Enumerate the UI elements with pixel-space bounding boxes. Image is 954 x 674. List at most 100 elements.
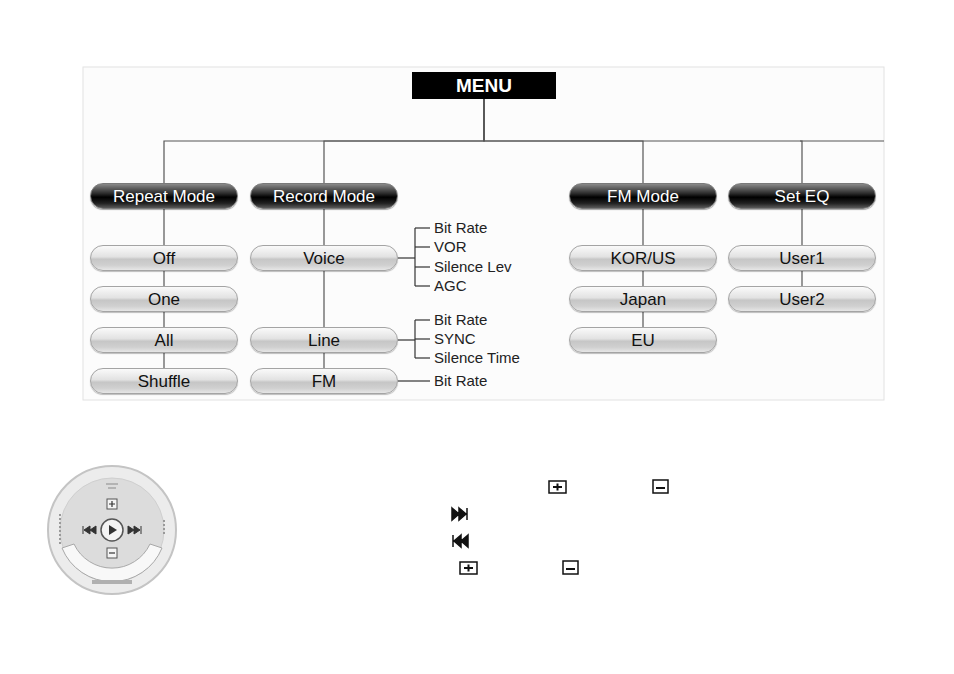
play-symbol — [109, 525, 117, 535]
node-text: Japan — [620, 291, 666, 308]
tree-connector — [323, 353, 324, 368]
option-pill: One — [90, 286, 238, 312]
setting-label: SYNC — [434, 330, 476, 348]
tree-connector — [163, 353, 164, 368]
option-pill: KOR/US — [569, 245, 717, 271]
icon-frame — [549, 481, 566, 493]
option-pill: Off — [90, 245, 238, 271]
bracket-spine — [414, 228, 415, 286]
setting-label: VOR — [434, 238, 467, 256]
leader-line — [398, 380, 430, 381]
option-pill: Voice — [250, 245, 398, 271]
minus-button — [107, 548, 117, 558]
wheel-marking — [106, 484, 118, 488]
option-pill: FM — [250, 368, 398, 394]
option-pill: User2 — [728, 286, 876, 312]
tree-connector — [324, 99, 484, 183]
setting-label: Silence Lev — [434, 258, 512, 276]
bracket-tick — [415, 285, 430, 286]
branch-continuation — [800, 140, 884, 141]
icon-frame — [563, 561, 578, 574]
bracket-tick — [415, 357, 430, 358]
menu-root-box: MENU — [412, 72, 556, 99]
node-text: Off — [153, 250, 175, 267]
tree-connector — [163, 271, 164, 286]
node-text: MENU — [456, 76, 512, 95]
settings-bracket — [398, 228, 430, 286]
control-wheel — [48, 466, 176, 594]
tree-connector — [163, 312, 164, 327]
minus-symbol — [109, 552, 115, 553]
setting-label: AGC — [434, 277, 467, 295]
tree-connector — [642, 209, 643, 245]
node-text: Repeat Mode — [113, 188, 215, 205]
option-pill: EU — [569, 327, 717, 353]
prev-symbol — [83, 526, 96, 534]
plus-icon — [460, 562, 477, 574]
tree-connector — [323, 209, 324, 245]
category-pill: Record Mode — [250, 183, 398, 209]
node-text: KOR/US — [610, 250, 675, 267]
node-text: FM Mode — [607, 188, 679, 205]
tree-connector — [642, 312, 643, 327]
option-pill: Line — [250, 327, 398, 353]
icon-glyph — [656, 487, 665, 489]
node-text: EU — [631, 332, 655, 349]
bracket-stem — [398, 339, 415, 340]
node-text: Shuffle — [138, 373, 191, 390]
icon-frame — [460, 562, 477, 574]
menu-button-arc — [62, 544, 162, 582]
tree-connector — [163, 209, 164, 245]
minus-icon — [653, 480, 668, 493]
icon-glyph — [553, 484, 562, 491]
option-pill: Shuffle — [90, 368, 238, 394]
tree-connector — [164, 99, 484, 183]
option-pill: All — [90, 327, 238, 353]
connector-layer — [164, 99, 802, 368]
node-text: Record Mode — [273, 188, 375, 205]
node-text: User2 — [779, 291, 824, 308]
bracket-stem — [398, 257, 415, 258]
setting-label: Silence Time — [434, 349, 520, 367]
plus-button — [107, 499, 117, 509]
icon-glyph — [464, 565, 473, 572]
node-text: Set EQ — [775, 188, 830, 205]
tree-connector — [801, 271, 802, 286]
bracket-tick — [415, 246, 430, 247]
play-button — [101, 519, 123, 541]
prev-icon — [453, 535, 468, 547]
bracket-tick — [415, 227, 430, 228]
category-pill: FM Mode — [569, 183, 717, 209]
node-text: One — [148, 291, 180, 308]
setting-label: Bit Rate — [434, 311, 487, 329]
tree-panel — [83, 67, 884, 400]
option-pill: User1 — [728, 245, 876, 271]
settings-bracket — [398, 320, 430, 358]
wheel-marking — [163, 520, 165, 536]
node-text: Voice — [303, 250, 345, 267]
wheel-rim — [48, 466, 176, 594]
next-symbol — [128, 526, 141, 534]
setting-label: Bit Rate — [434, 219, 487, 237]
node-text: All — [155, 332, 174, 349]
bracket-tick — [415, 319, 430, 320]
category-pill: Set EQ — [728, 183, 876, 209]
option-pill: Japan — [569, 286, 717, 312]
wheel-marking — [59, 514, 61, 546]
bracket-tick — [415, 338, 430, 339]
tree-connector — [642, 271, 643, 286]
setting-label: Bit Rate — [434, 372, 487, 390]
wheel-marking — [92, 580, 132, 584]
tree-connector — [801, 209, 802, 245]
tree-connector — [323, 271, 324, 327]
plus-symbol — [109, 501, 115, 507]
tree-connector — [484, 99, 802, 183]
node-text: FM — [312, 373, 337, 390]
plus-icon — [549, 481, 566, 493]
node-text: User1 — [779, 250, 824, 267]
next-icon — [452, 508, 467, 520]
icon-frame — [653, 480, 668, 493]
bracket-tick — [415, 266, 430, 267]
wheel-face — [60, 478, 164, 582]
